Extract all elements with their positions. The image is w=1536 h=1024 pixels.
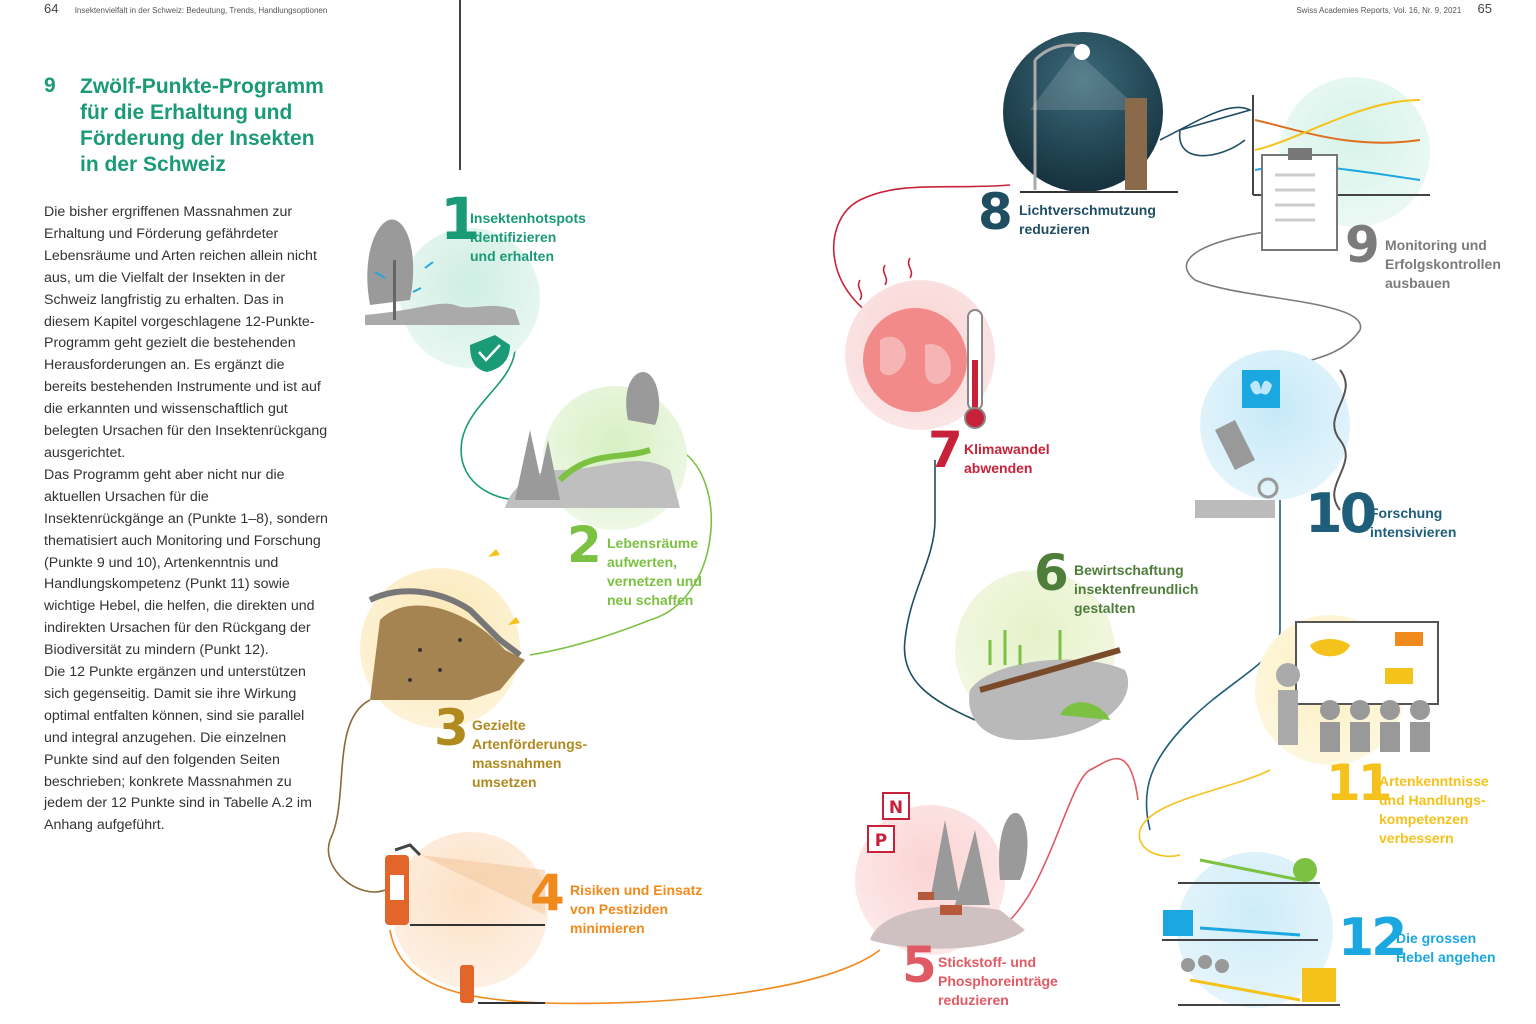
nutrient-sign-n: N (889, 798, 903, 818)
point-10-number: 10 (1305, 482, 1377, 545)
right-page-header: Swiss Academies Reports, Vol. 16, Nr. 9,… (1296, 1, 1492, 16)
illustration-point-9 (1252, 77, 1430, 251)
illustration-point-7 (845, 257, 995, 430)
point-6-number: 6 (1034, 544, 1069, 602)
body-paragraph: Die bisher ergriffenen Massnahmen zur Er… (44, 204, 328, 461)
point-5-number: 5 (902, 936, 937, 994)
illustration-point-1 (365, 219, 540, 372)
right-page-number: 65 (1477, 1, 1492, 16)
illustration-point-11 (1255, 615, 1439, 765)
body-paragraph: Die 12 Punkte ergänzen und unterstützen … (44, 664, 312, 834)
body-paragraph: Das Programm geht aber nicht nur die akt… (44, 466, 328, 659)
point-7-number: 7 (928, 421, 963, 479)
point-12-number: 12 (1338, 908, 1407, 968)
point-11-number: 11 (1326, 754, 1393, 812)
illustration-point-12 (1162, 852, 1340, 1008)
body-text: Die bisher ergriffenen Massnahmen zur Er… (44, 202, 329, 837)
point-8-number: 8 (978, 183, 1013, 241)
illustration-point-8 (1003, 32, 1178, 193)
point-3-number: 3 (434, 699, 469, 757)
header-divider-line (459, 0, 461, 170)
point-9-number: 9 (1345, 216, 1380, 274)
illustration-point-6 (955, 570, 1129, 740)
chapter-number: 9 (44, 74, 56, 97)
illustration-point-3 (360, 549, 525, 728)
illustration-point-2 (505, 372, 687, 530)
right-running-title: Swiss Academies Reports, Vol. 16, Nr. 9,… (1296, 6, 1462, 15)
point-1-number: 1 (440, 185, 481, 253)
left-page-number: 64 (44, 1, 59, 16)
nutrient-sign-p: P (875, 831, 887, 851)
left-page-header: 64 Insektenvielfalt in der Schweiz: Bede… (44, 1, 327, 16)
illustration-point-4 (385, 832, 548, 1004)
chapter-title: Zwölf-Punkte-Programm für die Erhaltung … (80, 75, 324, 176)
connector-paths (327, 106, 1361, 1005)
point-2-number: 2 (567, 516, 602, 574)
left-running-title: Insektenvielfalt in der Schweiz: Bedeutu… (74, 6, 328, 15)
illustration-point-10 (1195, 350, 1350, 518)
illustration-point-5: N P (855, 792, 1028, 955)
point-4-number: 4 (530, 864, 565, 922)
